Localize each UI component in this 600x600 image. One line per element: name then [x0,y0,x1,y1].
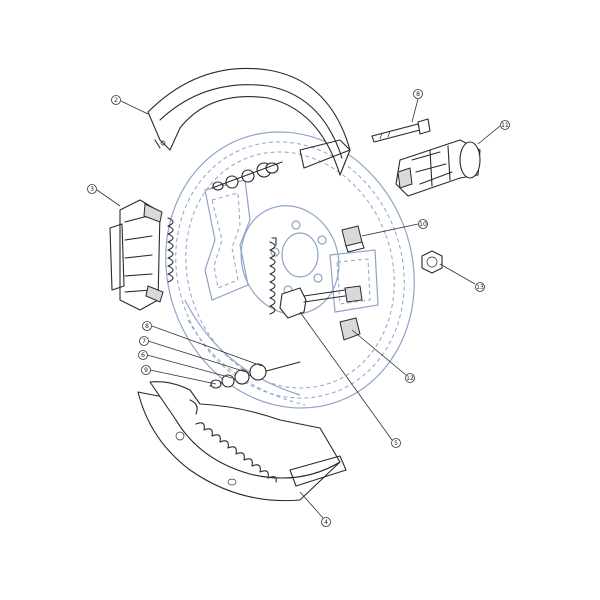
callout-number: 6 [141,352,145,359]
callout-11: 11 [500,120,510,130]
callout-number: 3 [90,186,94,193]
callout-circle [139,336,149,346]
brake-shoe-bottom [137,381,347,502]
callout-8: 8 [413,89,423,99]
dust-boot [395,139,481,197]
callout-5: 5 [391,438,401,448]
callout-number: 8 [145,323,149,330]
callout-circle [418,219,428,229]
callout-4: 4 [321,517,331,527]
callout-number: 8 [416,91,420,98]
callout-number: 13 [476,284,484,291]
callout-2: 2 [111,95,121,105]
return-spring-center [269,237,277,315]
callout-circle [391,438,401,448]
callout-circle [500,120,510,130]
callout-13: 13 [475,282,485,292]
pivot-block [341,225,365,253]
callout-8: 8 [142,321,152,331]
part-callouts: 2 3 8 11 10 13 8 7 6 9 12 5 4 [87,89,510,527]
callout-6: 6 [138,350,148,360]
return-spring-left [167,217,174,283]
callout-7: 7 [139,336,149,346]
callout-circle [413,89,423,99]
callout-number: 2 [114,97,118,104]
brake-shoe-top [147,67,351,176]
callout-3: 3 [87,184,97,194]
callout-number: 10 [419,221,427,228]
callout-circle [475,282,485,292]
callout-12: 12 [405,373,415,383]
cam-shaft [279,285,363,341]
wheel-cylinder-left [109,199,164,311]
bolt-upper [371,118,431,143]
callout-number: 4 [324,519,328,526]
callout-circle [138,350,148,360]
callout-circle [141,365,151,375]
callout-circle [142,321,152,331]
callout-10: 10 [418,219,428,229]
leader-lines [96,98,501,519]
callout-number: 9 [144,367,148,374]
callout-9: 9 [141,365,151,375]
callout-number: 12 [406,375,414,382]
adjuster-hardware-top [211,161,283,191]
callout-circle [321,517,331,527]
backing-plate [165,131,415,409]
callout-circle [405,373,415,383]
callout-number: 11 [501,122,509,129]
callout-circle [87,184,97,194]
nut [421,250,443,274]
callout-number: 5 [394,440,398,447]
callout-number: 7 [142,338,146,345]
callout-circle [111,95,121,105]
